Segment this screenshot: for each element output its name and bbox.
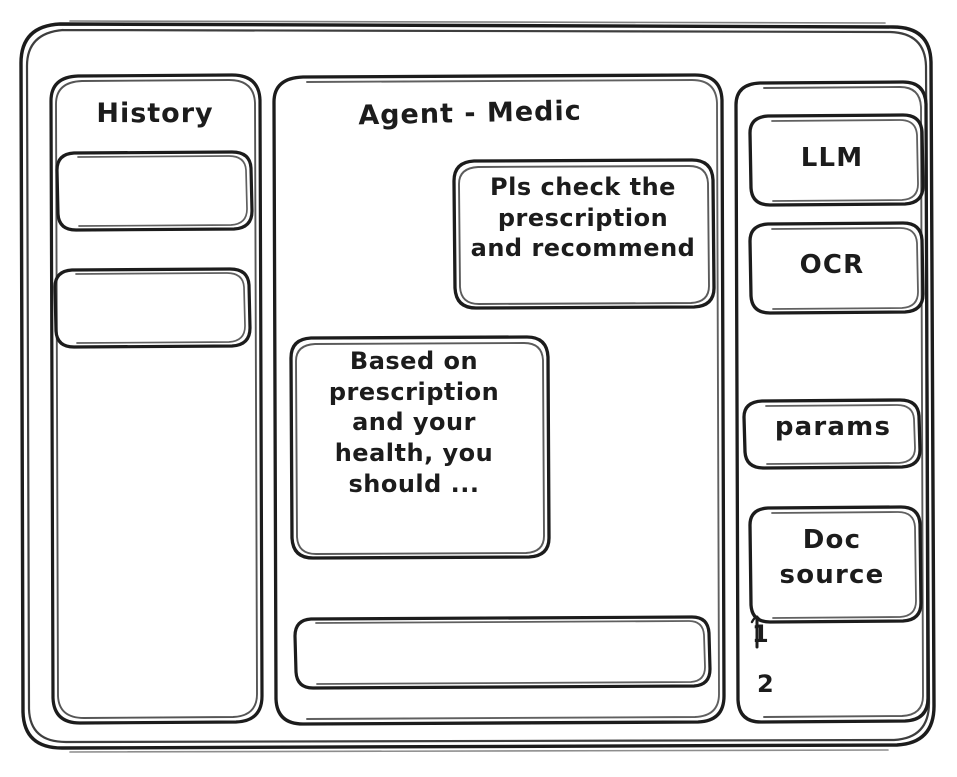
history-item-2[interactable] xyxy=(55,269,250,347)
message-input[interactable] xyxy=(295,617,710,688)
assistant-message-text: Based on prescription and your health, y… xyxy=(328,347,500,498)
tool-chip-params-label: params xyxy=(774,412,892,442)
assistant-message-bubble xyxy=(291,337,549,558)
doc-source-item-2[interactable]: 2 xyxy=(757,670,775,698)
history-item-1[interactable] xyxy=(57,152,252,230)
user-message-text: Pls check the prescription and recommend xyxy=(470,173,696,263)
doc-source-item-1[interactable]: 1 xyxy=(752,620,770,648)
user-message-bubble xyxy=(454,160,714,308)
tool-chip-llm-label: LLM xyxy=(800,143,864,173)
tool-chip-ocr[interactable] xyxy=(750,223,923,313)
history-panel-title: History xyxy=(96,98,214,129)
tool-chip-doc-source-label: Doc source xyxy=(779,525,885,591)
tool-chip-params[interactable] xyxy=(744,400,920,468)
tool-chip-ocr-label: OCR xyxy=(799,250,865,280)
tool-chip-llm[interactable] xyxy=(750,115,923,205)
tool-chip-doc-source[interactable] xyxy=(750,507,921,622)
